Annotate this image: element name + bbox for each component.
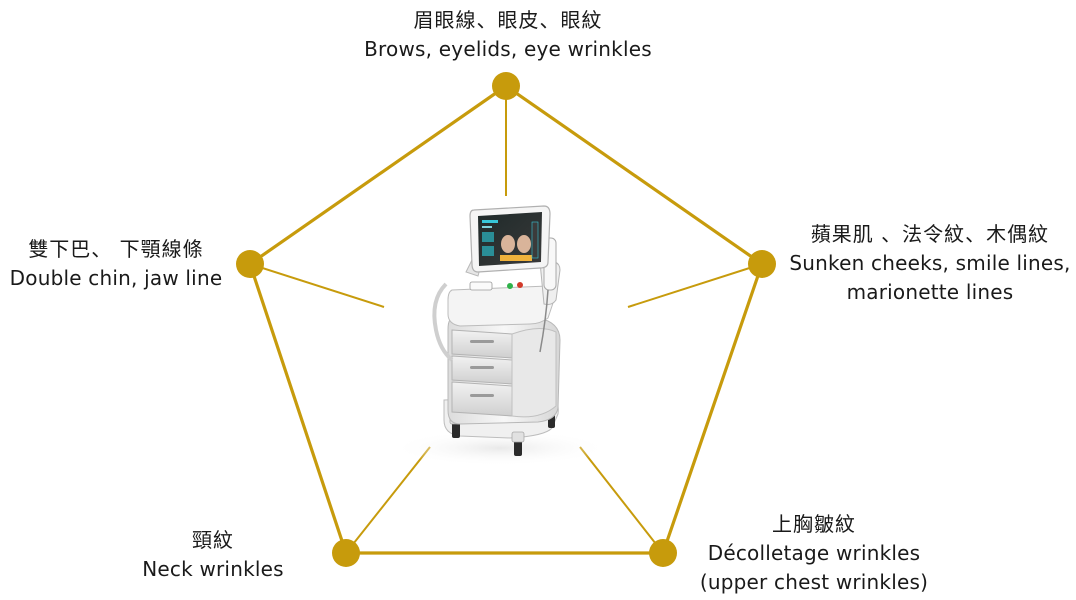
- treatment-area-decolletage: 上胸皺紋 Décolletage wrinkles (upper chest w…: [680, 510, 948, 597]
- treatment-area-brows-eyes: 眉眼線、眼皮、眼紋 Brows, eyelids, eye wrinkles: [338, 6, 678, 64]
- treatment-area-en: Décolletage wrinkles: [707, 541, 921, 565]
- treatment-area-en: Double chin, jaw line: [9, 266, 223, 290]
- treatment-area-en: Brows, eyelids, eye wrinkles: [364, 37, 652, 61]
- treatment-area-zh: 眉眼線、眼皮、眼紋: [413, 8, 603, 32]
- spoke-bottom-right: [579, 446, 664, 554]
- ultrasound-cart-icon: [390, 205, 610, 466]
- spoke-left: [249, 263, 385, 308]
- vertex-dots: [236, 72, 776, 567]
- treatment-area-zh: 頸紋: [192, 528, 234, 552]
- treatment-area-neck: 頸紋 Neck wrinkles: [100, 526, 326, 584]
- treatment-area-zh: 蘋果肌 、法令紋、木偶紋: [810, 222, 1050, 246]
- vertex-dot-top: [492, 72, 520, 100]
- treatment-area-cheeks-lines: 蘋果肌 、法令紋、木偶紋 Sunken cheeks, smile lines,…: [780, 220, 1076, 307]
- spokes: [249, 86, 763, 554]
- treatment-area-zh: 雙下巴、 下顎線條: [28, 237, 204, 261]
- treatment-area-en: Neck wrinkles: [142, 557, 284, 581]
- treatment-area-chin-jaw: 雙下巴、 下顎線條 Double chin, jaw line: [0, 235, 232, 293]
- treatment-area-en-line2: marionette lines: [846, 280, 1014, 304]
- vertex-dot-bottom-right: [649, 539, 677, 567]
- vertex-dot-right: [748, 250, 776, 278]
- treatment-area-en: Sunken cheeks, smile lines,: [789, 251, 1071, 275]
- spoke-bottom-left: [345, 446, 431, 554]
- pentagon-outline: [248, 84, 764, 555]
- treatment-area-en-line2: (upper chest wrinkles): [699, 570, 929, 594]
- treatment-area-zh: 上胸皺紋: [772, 512, 856, 536]
- spoke-right: [627, 263, 763, 308]
- vertex-dot-bottom-left: [332, 539, 360, 567]
- vertex-dot-left: [236, 250, 264, 278]
